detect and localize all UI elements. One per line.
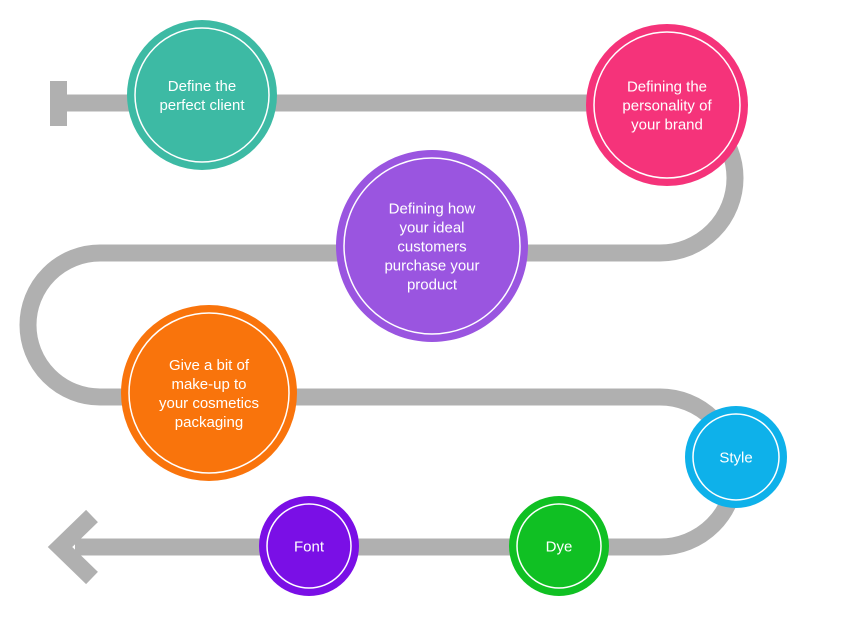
step-label-line: perfect client [159, 97, 245, 114]
step-label-line: Defining how [389, 200, 476, 217]
step-label-line: Dye [546, 538, 573, 555]
step-label-line: purchase your [384, 257, 479, 274]
step-circles: Define the perfect client Defining the pers… [121, 20, 787, 596]
step-node-customer-purchase: Defining how your ideal customers purchase … [336, 150, 528, 342]
road-end-arrow [47, 509, 98, 585]
step-circle [509, 496, 609, 596]
step-node-makeup-packaging: Give a bit of make-up to your cosmetics pac… [121, 305, 297, 481]
step-node-define-client: Define the perfect client [127, 20, 277, 170]
step-node-dye: Dye [509, 496, 609, 596]
step-label-line: Give a bit of [169, 357, 250, 374]
step-label-line: Defining the [627, 78, 707, 95]
step-inner-ring [128, 312, 290, 474]
step-node-font: Font [259, 496, 359, 596]
step-inner-ring [266, 503, 352, 589]
step-label-line: make-up to [171, 376, 246, 393]
step-circle [127, 20, 277, 170]
step-inner-ring [593, 31, 741, 179]
step-label-line: your ideal [399, 219, 464, 236]
step-label-line: Font [294, 538, 325, 555]
step-node-style: Style [685, 406, 787, 508]
road-start-cap [50, 81, 67, 126]
step-inner-ring [134, 27, 270, 163]
step-circle [685, 406, 787, 508]
step-label-line: product [407, 276, 458, 293]
step-inner-ring [692, 413, 780, 501]
step-circle [121, 305, 297, 481]
step-circle [259, 496, 359, 596]
step-label-line: your cosmetics [159, 395, 259, 412]
step-label-line: packaging [175, 414, 243, 431]
step-label-line: customers [397, 238, 466, 255]
step-label-line: your brand [631, 116, 703, 133]
step-inner-ring [516, 503, 602, 589]
step-circle [586, 24, 748, 186]
step-label-line: personality of [622, 97, 712, 114]
step-circle [336, 150, 528, 342]
step-label-line: Define the [168, 78, 236, 95]
step-label-line: Style [719, 449, 752, 466]
step-node-brand-personality: Defining the personality of your brand [586, 24, 748, 186]
step-inner-ring [343, 157, 521, 335]
